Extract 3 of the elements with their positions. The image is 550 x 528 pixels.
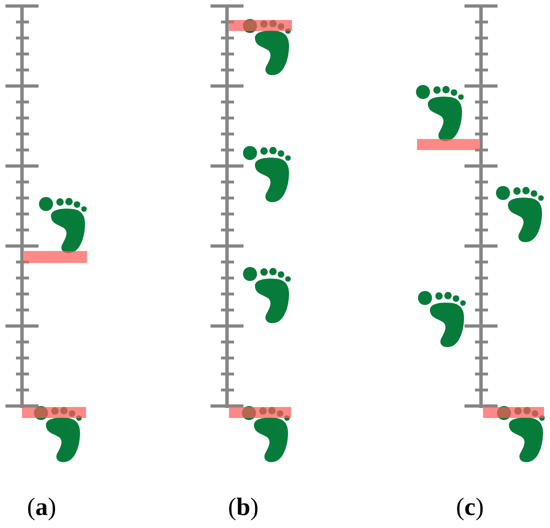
panel-label: (b): [228, 494, 259, 522]
panel-label: (a): [27, 494, 56, 522]
panel-label: (c): [456, 494, 484, 522]
